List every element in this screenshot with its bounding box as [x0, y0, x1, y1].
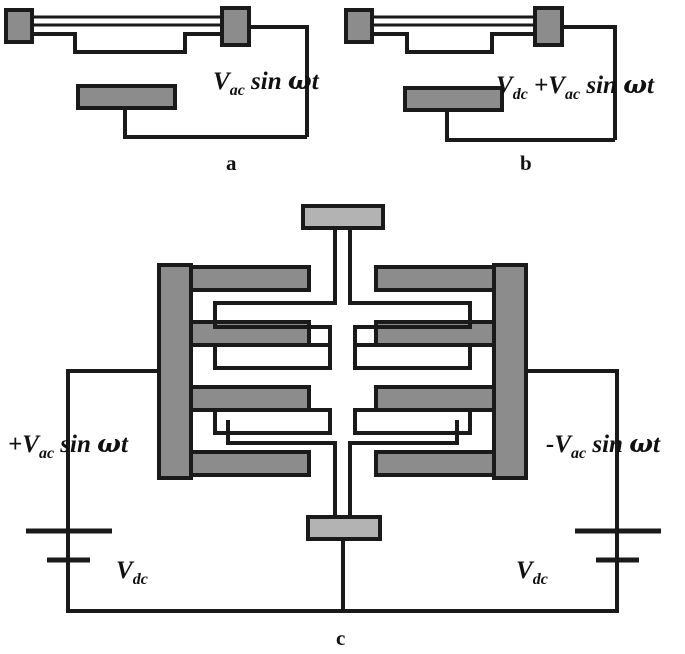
panel-c-right-rotor-finger-1: [348, 296, 472, 345]
panel-c: +Vac sin ωt -Vac sin ωt Vdc Vdc c: [8, 204, 661, 650]
panel-c-left-lead-wire: [66, 369, 159, 531]
panel-a-stepped-trace: [31, 32, 224, 54]
panel-c-left-rotor-finger-4: [226, 420, 337, 450]
panel-c-right-stator-bar: [492, 263, 528, 480]
panel-b-bottom-wire: [445, 110, 615, 142]
panel-c-right-rotor-finger-2: [353, 343, 472, 370]
panel-c-left-rotor-finger-3: [213, 408, 332, 435]
panel-b-stepped-trace: [371, 32, 537, 54]
panel-c-right-rotor-finger-3: [353, 408, 472, 435]
panel-c-left-stator-finger-4: [189, 450, 311, 477]
panel-c-top-anchor-pad: [301, 204, 385, 230]
panel-c-right-stator-finger-1: [374, 265, 496, 292]
panel-a-right-anchor: [220, 6, 251, 47]
panel-b-right-wire: [562, 25, 617, 140]
panel-c-left-stator-finger-3: [189, 385, 311, 412]
panel-c-bottom-anchor-pad: [306, 515, 382, 541]
panel-b: Vdc +Vac sin ωt b: [344, 6, 655, 175]
panel-b-bottom-electrode: [403, 86, 504, 112]
panel-c-right-drive-label: -Vac sin ωt: [546, 429, 661, 462]
panel-a-left-anchor: [4, 8, 34, 44]
panel-a: Vac sin ωt a: [4, 6, 320, 175]
panel-c-caption: c: [336, 626, 345, 650]
panel-c-left-rotor-finger-2: [213, 343, 332, 370]
panel-a-bottom-electrode: [76, 84, 177, 110]
panel-a-right-wire: [249, 25, 309, 137]
panel-c-right-stator-finger-4: [374, 450, 496, 477]
panel-b-right-anchor: [533, 6, 564, 47]
panel-a-bottom-wire: [123, 108, 307, 139]
panel-c-left-stator-finger-1: [189, 265, 311, 292]
panel-b-left-anchor: [344, 8, 374, 44]
panel-c-right-return-wire: [343, 560, 619, 613]
panel-c-right-stator-finger-3: [374, 385, 496, 412]
panel-a-caption: a: [226, 151, 237, 175]
panel-c-right-battery-label: Vdc: [516, 557, 548, 588]
panel-c-right-rotor-finger-4: [348, 420, 459, 450]
panel-c-left-return-wire: [66, 560, 343, 613]
panel-c-right-lead-wire: [526, 369, 619, 531]
panel-c-left-drive-label: +Vac sin ωt: [8, 429, 129, 462]
panel-b-voltage-label: Vdc +Vac sin ωt: [496, 70, 655, 103]
panel-c-left-battery-label: Vdc: [116, 557, 148, 588]
panel-b-caption: b: [520, 151, 532, 175]
panel-a-voltage-label: Vac sin ωt: [213, 66, 320, 99]
panel-c-left-stator-bar: [157, 263, 193, 480]
panel-c-left-rotor-finger-1: [213, 296, 337, 345]
